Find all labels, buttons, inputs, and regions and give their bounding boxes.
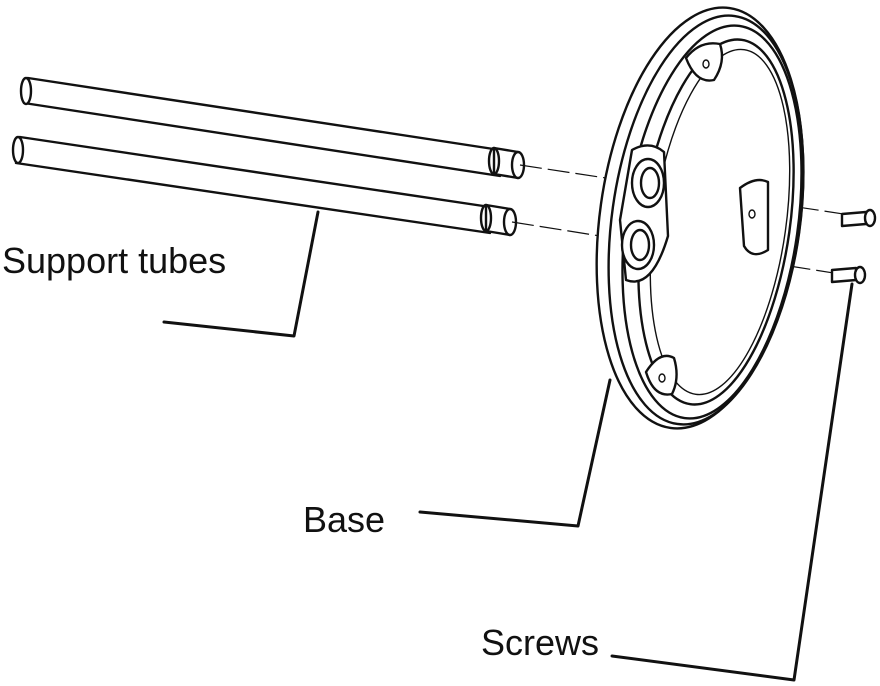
base-label: Base [303,499,386,540]
support-tube-lower [11,135,518,237]
support-tubes-label: Support tubes [2,240,227,281]
leader-base [418,378,612,528]
screw-upper [840,208,877,228]
screw-lower [830,265,867,285]
screws-label: Screws [481,622,600,663]
support-tube-upper [19,76,526,180]
base-plate [595,6,805,430]
leader-support-tubes [162,210,320,338]
leader-screws [610,282,854,682]
